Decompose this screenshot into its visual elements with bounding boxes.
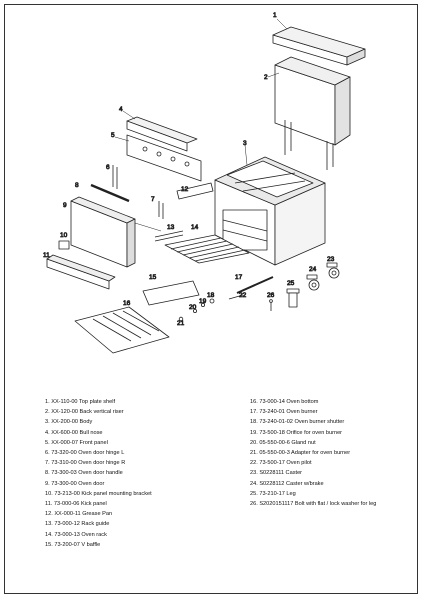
leg xyxy=(286,288,300,308)
callout-4: 4 xyxy=(119,106,123,113)
bolt-with-washer xyxy=(269,299,273,311)
callout-15: 15 xyxy=(149,274,157,281)
kick-panel-mounting-bracket xyxy=(58,240,70,250)
callout-19: 19 xyxy=(199,298,207,305)
part-row: 19. 73-500-18 Orifice for oven burner xyxy=(250,429,343,436)
part-row: 11. 73-000-06 Kick panel xyxy=(45,501,107,508)
oven-door-hinge-right xyxy=(158,201,164,219)
part-row: 12. XX-000-11 Grease Pan xyxy=(45,511,113,518)
part-row: 8. 73-300-03 Oven door handle xyxy=(45,470,123,477)
callout-16: 16 xyxy=(123,300,131,307)
part-row: 14. 73-000-13 Oven rack xyxy=(45,531,107,538)
caster xyxy=(326,262,340,279)
orifice-for-oven-burner xyxy=(200,302,205,307)
part-row: 23. S0228111 Caster xyxy=(250,470,303,477)
callout-11: 11 xyxy=(43,252,50,259)
callout-9: 9 xyxy=(63,202,67,209)
callout-26: 26 xyxy=(267,292,275,299)
part-row: 20. 05-550-00-6 Gland nut xyxy=(250,439,316,446)
callout-14: 14 xyxy=(191,224,199,231)
part-row: 9. 73-300-00 Oven door xyxy=(45,480,105,487)
callout-25: 25 xyxy=(287,280,295,287)
oven-burner xyxy=(236,276,274,294)
diagram-sheet: 1 2 3 4 5 6 7 8 9 10 11 12 13 14 15 16 1… xyxy=(4,4,418,594)
callout-23: 23 xyxy=(327,256,335,263)
v-baffle xyxy=(142,280,200,306)
range-body xyxy=(214,156,326,266)
oven-pilot xyxy=(228,294,244,300)
oven-door-hinge-left xyxy=(112,165,118,189)
part-row: 21. 05-550-00-3 Adapter for oven burner xyxy=(250,450,351,457)
part-row: 26. S2020151117 Bolt with flat / lock wa… xyxy=(250,501,377,508)
parts-list: 1. XX-110-00 Top plate shelf 2. XX-120-0… xyxy=(5,397,419,587)
oven-rack xyxy=(164,234,250,264)
callout-22: 22 xyxy=(239,292,247,299)
callout-17: 17 xyxy=(235,274,243,281)
callout-12: 12 xyxy=(181,186,189,193)
exploded-view-drawing: 1 2 3 4 5 6 7 8 9 10 11 12 13 14 15 16 1… xyxy=(43,12,366,354)
callout-2: 2 xyxy=(264,74,268,81)
part-row: 22. 73-500-17 Oven pilot xyxy=(250,460,312,467)
part-row: 3. XX-200-00 Body xyxy=(45,419,93,426)
part-row: 10. 73-213-00 Kick panel mounting bracke… xyxy=(45,490,152,497)
part-row: 4. XX-600-00 Bull nose xyxy=(45,429,103,436)
part-row: 18. 73-240-01-02 Oven burner shutter xyxy=(250,419,345,426)
part-row: 16. 73-000-14 Oven bottom xyxy=(250,399,319,405)
part-row: 7. 73-310-00 Oven door hinge R xyxy=(45,460,126,467)
callout-20: 20 xyxy=(189,304,197,311)
part-row: 17. 73-240-01 Oven burner xyxy=(250,409,318,416)
parts-list-right-column: 16. 73-000-14 Oven bottom 17. 73-240-01 … xyxy=(250,397,418,509)
grease-pan xyxy=(176,182,214,200)
callout-1: 1 xyxy=(273,12,277,19)
part-row: 2. XX-120-00 Back vertical riser xyxy=(45,409,124,416)
part-row: 15. 73-200-07 V baffle xyxy=(45,541,101,548)
part-row: 5. XX-000-07 Front panel xyxy=(45,439,108,446)
oven-door xyxy=(70,196,136,268)
leader-lines xyxy=(114,18,288,232)
part-row: 13. 73-000-12 Rack guide xyxy=(45,521,110,528)
callout-5: 5 xyxy=(111,132,115,139)
callout-24: 24 xyxy=(309,266,317,273)
rack-guide xyxy=(154,230,184,242)
part-row: 6. 73-320-00 Oven door hinge L xyxy=(45,450,125,457)
callout-13: 13 xyxy=(167,224,175,231)
callout-8: 8 xyxy=(75,182,79,189)
part-row: 25. 73-210-17 Leg xyxy=(250,490,296,497)
callout-7: 7 xyxy=(151,196,155,203)
gland-nut xyxy=(192,308,197,313)
oven-bottom xyxy=(74,306,170,354)
callout-3: 3 xyxy=(243,140,247,147)
top-plate-shelf xyxy=(272,26,366,66)
oven-door-handle xyxy=(90,183,130,203)
back-vertical-riser xyxy=(274,56,351,170)
callout-21: 21 xyxy=(177,320,185,327)
callout-10: 10 xyxy=(60,232,68,239)
oven-burner-shutter xyxy=(209,298,215,304)
exploded-view: 1 2 3 4 5 6 7 8 9 10 11 12 13 14 15 16 1… xyxy=(5,5,419,385)
adapter-for-oven-burner xyxy=(178,316,184,322)
callout-6: 6 xyxy=(106,164,110,171)
parts-list-left-column: 1. XX-110-00 Top plate shelf 2. XX-120-0… xyxy=(45,397,245,550)
part-row: 1. XX-110-00 Top plate shelf xyxy=(45,399,116,405)
callout-18: 18 xyxy=(207,292,215,299)
front-panel xyxy=(126,134,202,182)
kick-panel xyxy=(46,254,116,290)
part-row: 24. S0228112 Caster w/brake xyxy=(250,480,324,487)
caster-with-brake xyxy=(306,274,320,291)
